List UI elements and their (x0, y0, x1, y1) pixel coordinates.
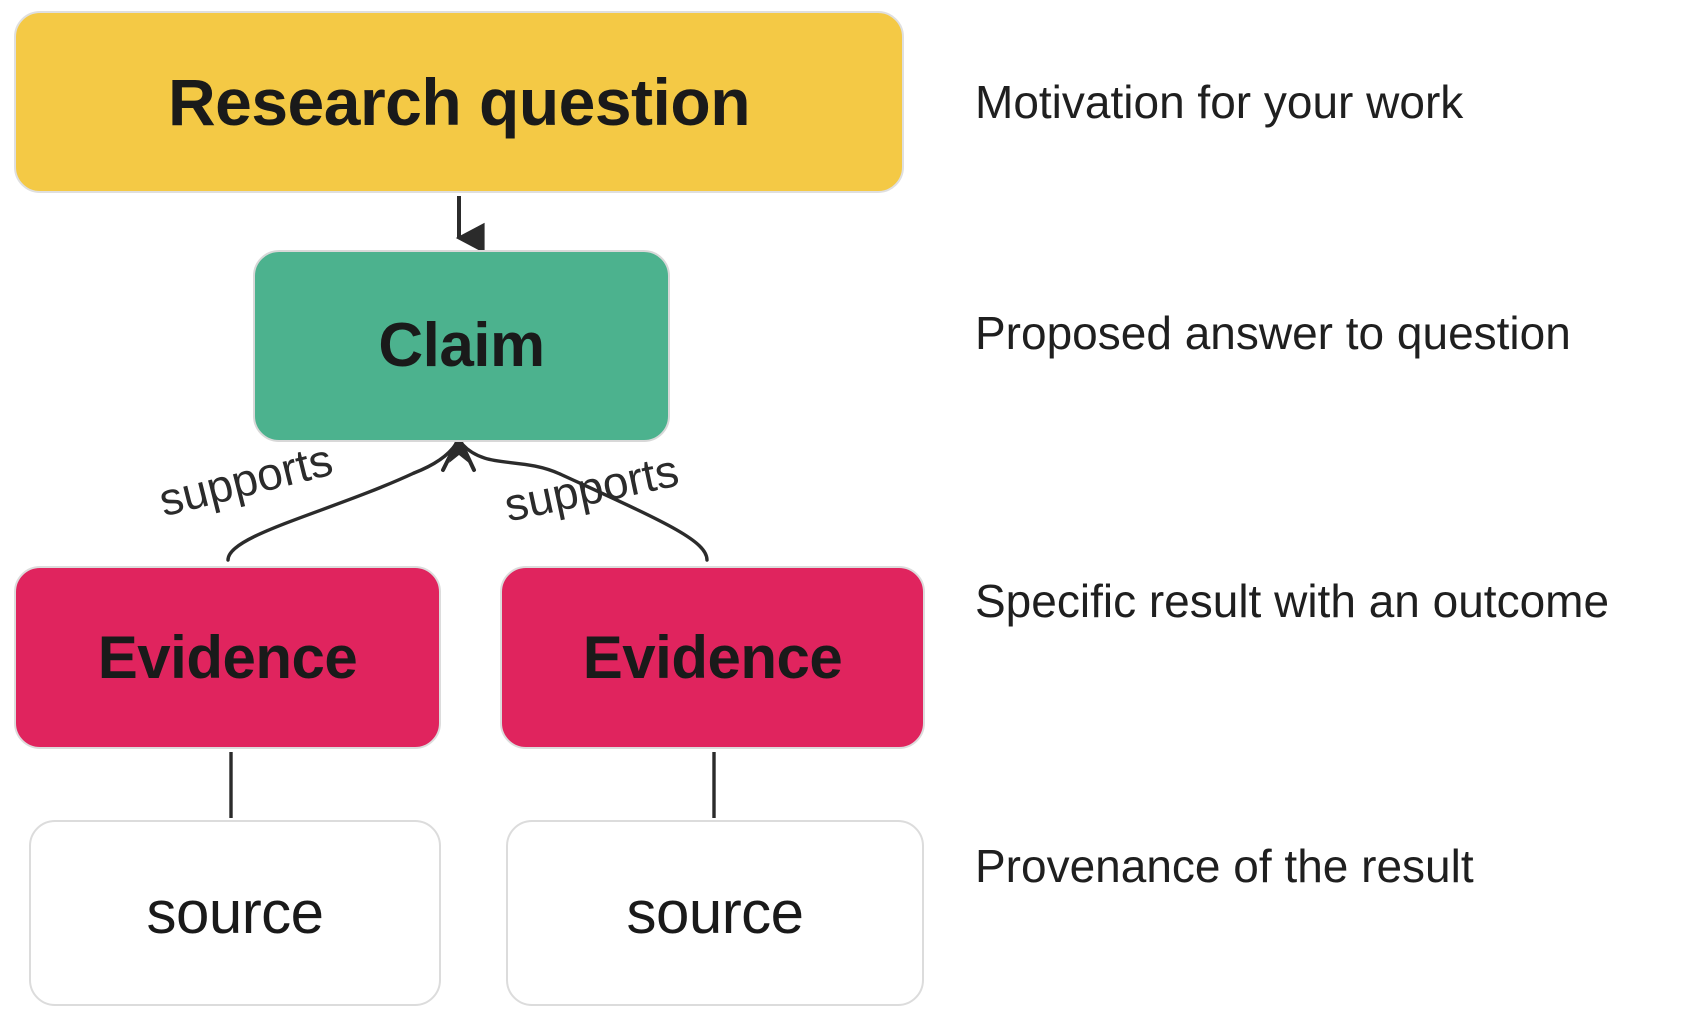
node-claim[interactable]: Claim (253, 250, 670, 442)
edge-curve-left-upper (412, 442, 458, 475)
edge-label-supports-right: supports (499, 443, 683, 532)
node-source-1-label: source (146, 879, 324, 946)
node-source-1[interactable]: source (29, 820, 441, 1006)
annotation-source: Provenance of the result (975, 840, 1474, 892)
node-evidence-2[interactable]: Evidence (500, 566, 925, 749)
node-source-2[interactable]: source (506, 820, 924, 1006)
node-claim-label: Claim (378, 311, 545, 380)
node-research-question-label: Research question (167, 65, 751, 139)
annotation-research-question: Motivation for your work (975, 76, 1464, 128)
annotation-claim: Proposed answer to question (975, 307, 1571, 359)
edge-label-supports-left: supports (153, 433, 338, 527)
node-source-2-label: source (626, 879, 804, 946)
node-evidence-1[interactable]: Evidence (14, 566, 441, 749)
annotation-evidence: Specific result with an outcome (975, 575, 1610, 627)
edge-curve-right-upper (460, 442, 562, 476)
node-evidence-1-label: Evidence (97, 623, 358, 691)
node-evidence-2-label: Evidence (582, 623, 843, 691)
node-research-question[interactable]: Research question (14, 11, 904, 193)
